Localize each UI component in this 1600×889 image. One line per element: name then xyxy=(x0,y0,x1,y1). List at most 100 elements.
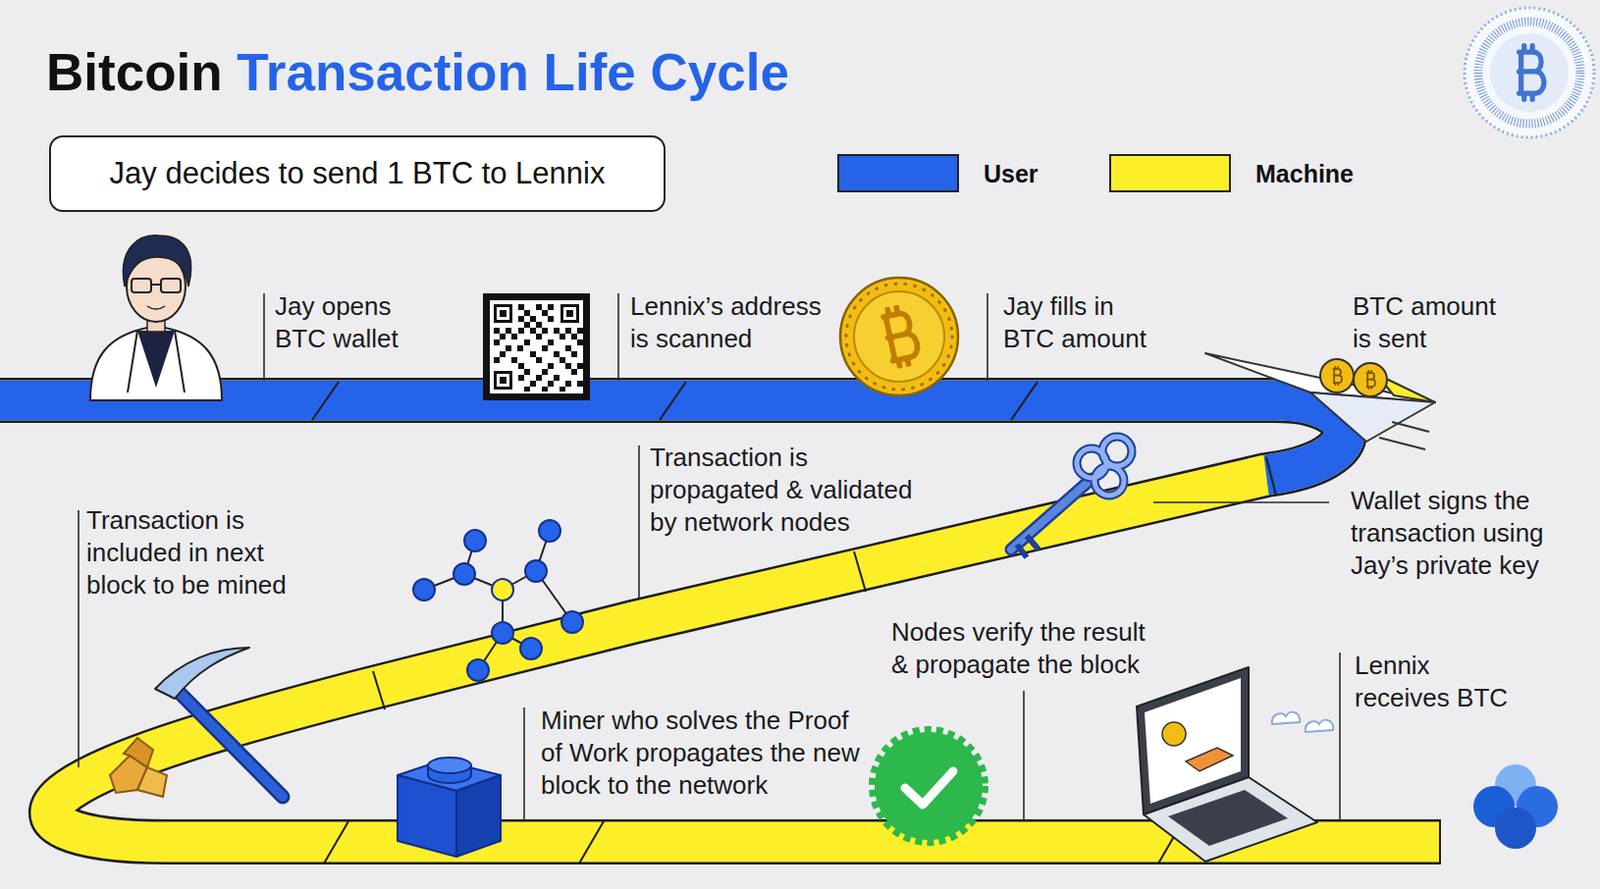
bitcoin-coin xyxy=(840,277,959,396)
pickaxe xyxy=(171,685,283,798)
pickaxe xyxy=(155,647,250,699)
header-text: Jay decides to send 1 BTC to Lennix xyxy=(109,155,606,193)
step-label: BTC amount is sent xyxy=(1352,290,1510,356)
network-graph xyxy=(520,638,542,660)
header-box: Jay decides to send 1 BTC to Lennix xyxy=(49,135,666,213)
check-badge xyxy=(874,732,983,841)
watermark-logo xyxy=(1464,7,1595,138)
private-key xyxy=(1011,479,1092,550)
legend-label: User xyxy=(983,159,1039,189)
step-label: Jay fills in BTC amount xyxy=(1003,290,1161,356)
jay-portrait xyxy=(90,235,222,401)
check-badge xyxy=(872,730,985,843)
network-graph xyxy=(491,622,514,644)
bitcoin-coin xyxy=(882,305,921,369)
laptop xyxy=(1162,722,1186,747)
watermark-logo xyxy=(1490,33,1569,112)
block-cube xyxy=(397,775,457,857)
leader-line xyxy=(263,293,266,381)
paper-plane xyxy=(1353,363,1387,397)
road-outline xyxy=(0,400,1441,843)
private-key xyxy=(1011,436,1132,558)
leader-line xyxy=(986,293,989,381)
qr-code xyxy=(566,310,574,318)
logo xyxy=(1494,807,1537,850)
network-graph xyxy=(561,611,584,634)
network-graph xyxy=(525,560,547,583)
pickaxe xyxy=(171,685,283,798)
leader-line xyxy=(638,445,640,599)
pickaxe xyxy=(109,647,283,798)
paper-plane xyxy=(1333,367,1342,385)
paper-plane xyxy=(1205,353,1436,450)
laptop xyxy=(1185,747,1233,772)
laptop xyxy=(1136,667,1318,862)
network-graph xyxy=(467,659,489,682)
road-stripe xyxy=(579,821,604,864)
network-graph xyxy=(413,579,435,601)
paper-plane xyxy=(1320,359,1354,393)
leader-line xyxy=(1153,501,1330,504)
step-label: Lennix’s address is scanned xyxy=(630,290,835,356)
network-graph xyxy=(491,579,514,601)
network-graph xyxy=(464,530,486,552)
qr-code xyxy=(499,310,507,318)
logo xyxy=(1473,764,1558,850)
step-label: Transaction is propagated & validated by… xyxy=(649,441,930,539)
road-stripe xyxy=(853,551,866,592)
check-badge xyxy=(905,771,954,805)
network-graph xyxy=(453,563,476,586)
qr-code xyxy=(489,300,584,394)
road xyxy=(0,381,1441,864)
step-label: Wallet signs the transaction using Jay’s… xyxy=(1350,484,1562,583)
network-graph xyxy=(538,520,561,542)
jay-portrait xyxy=(174,330,185,393)
road-stripe xyxy=(1011,381,1038,421)
legend-label: Machine xyxy=(1255,159,1354,189)
road-stripe xyxy=(312,381,1277,864)
private-key xyxy=(1011,479,1092,550)
check-badge xyxy=(872,730,985,843)
network-graph xyxy=(413,520,584,682)
bitcoin-coin xyxy=(853,291,945,382)
private-key xyxy=(1102,436,1132,467)
qr-code xyxy=(496,307,510,320)
jay-portrait xyxy=(151,283,161,286)
watermark-logo xyxy=(1478,21,1581,124)
cloud xyxy=(1272,712,1300,725)
pickaxe xyxy=(137,767,167,798)
block-cube xyxy=(456,775,501,857)
network-graph xyxy=(413,520,584,682)
step-label: Nodes verify the result & propagate the … xyxy=(891,616,1157,682)
network-graph xyxy=(424,531,573,671)
block-cube xyxy=(397,757,501,857)
legend-swatch xyxy=(837,154,960,193)
private-key xyxy=(1026,535,1039,550)
road-stripe xyxy=(659,381,687,421)
cloud xyxy=(1272,712,1334,733)
leader-line xyxy=(1338,652,1341,821)
laptop xyxy=(1144,678,1241,804)
block-cube xyxy=(427,757,472,774)
private-key xyxy=(1094,466,1124,496)
private-key xyxy=(1102,436,1132,467)
qr-code xyxy=(493,304,584,392)
leader-line xyxy=(1022,691,1025,821)
qr-code xyxy=(482,293,590,401)
diagram-title: Bitcoin Transaction Life Cycle xyxy=(46,42,790,103)
bitcoin-coin xyxy=(840,277,959,396)
jay-portrait xyxy=(131,278,152,293)
leader-line xyxy=(617,293,620,381)
private-key xyxy=(1016,544,1027,558)
paper-plane xyxy=(1367,371,1376,389)
bitcoin-coin xyxy=(846,283,953,390)
watermark-logo xyxy=(1464,7,1595,138)
jay-portrait xyxy=(127,330,138,393)
road-stripe xyxy=(323,821,349,864)
qr-code xyxy=(563,307,577,320)
jay-portrait xyxy=(90,327,222,401)
laptop xyxy=(1136,667,1249,815)
step-label: Transaction is included in next block to… xyxy=(86,504,293,602)
road-stripe xyxy=(312,381,339,421)
